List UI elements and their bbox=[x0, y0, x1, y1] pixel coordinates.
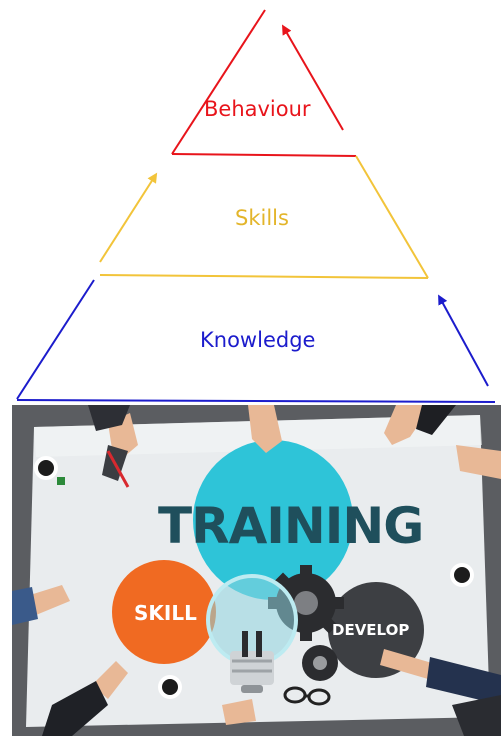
light-bulb-icon bbox=[206, 574, 298, 693]
teal-circle bbox=[193, 440, 353, 600]
knowledge-left-edge bbox=[16, 279, 95, 400]
behaviour-arrow bbox=[281, 24, 344, 131]
skill-circle-label: SKILL bbox=[134, 601, 197, 625]
skills-left-edge bbox=[99, 172, 158, 263]
behaviour-label: Behaviour bbox=[204, 97, 311, 121]
training-headline: TRAINING bbox=[158, 497, 423, 555]
skills-label: Skills bbox=[235, 206, 289, 230]
coffee-cup-icon bbox=[450, 563, 474, 587]
pen bbox=[106, 450, 130, 488]
orange-circle bbox=[112, 560, 216, 664]
skills-right-edge bbox=[355, 155, 429, 279]
learning-pyramid-diagram: Behaviour Skills Knowledge bbox=[16, 9, 496, 403]
knowledge-arrow bbox=[438, 294, 489, 387]
small-gear-icon bbox=[302, 645, 338, 681]
knowledge-base-line bbox=[16, 399, 496, 403]
training-photo: TRAINING SKILL DEVELOP bbox=[12, 405, 501, 736]
hands-illustration bbox=[30, 405, 501, 725]
pyramid-lines bbox=[16, 9, 496, 403]
coffee-cup-icon bbox=[34, 456, 65, 485]
develop-circle-label: DEVELOP bbox=[332, 621, 409, 639]
behaviour-base-line bbox=[171, 153, 357, 157]
training-illustration: TRAINING SKILL DEVELOP bbox=[12, 405, 501, 736]
knowledge-label: Knowledge bbox=[200, 328, 316, 352]
coffee-cup-icon bbox=[158, 675, 182, 699]
behaviour-left-edge bbox=[171, 9, 266, 155]
glasses-icon bbox=[283, 686, 331, 706]
skills-base-line bbox=[99, 274, 429, 279]
